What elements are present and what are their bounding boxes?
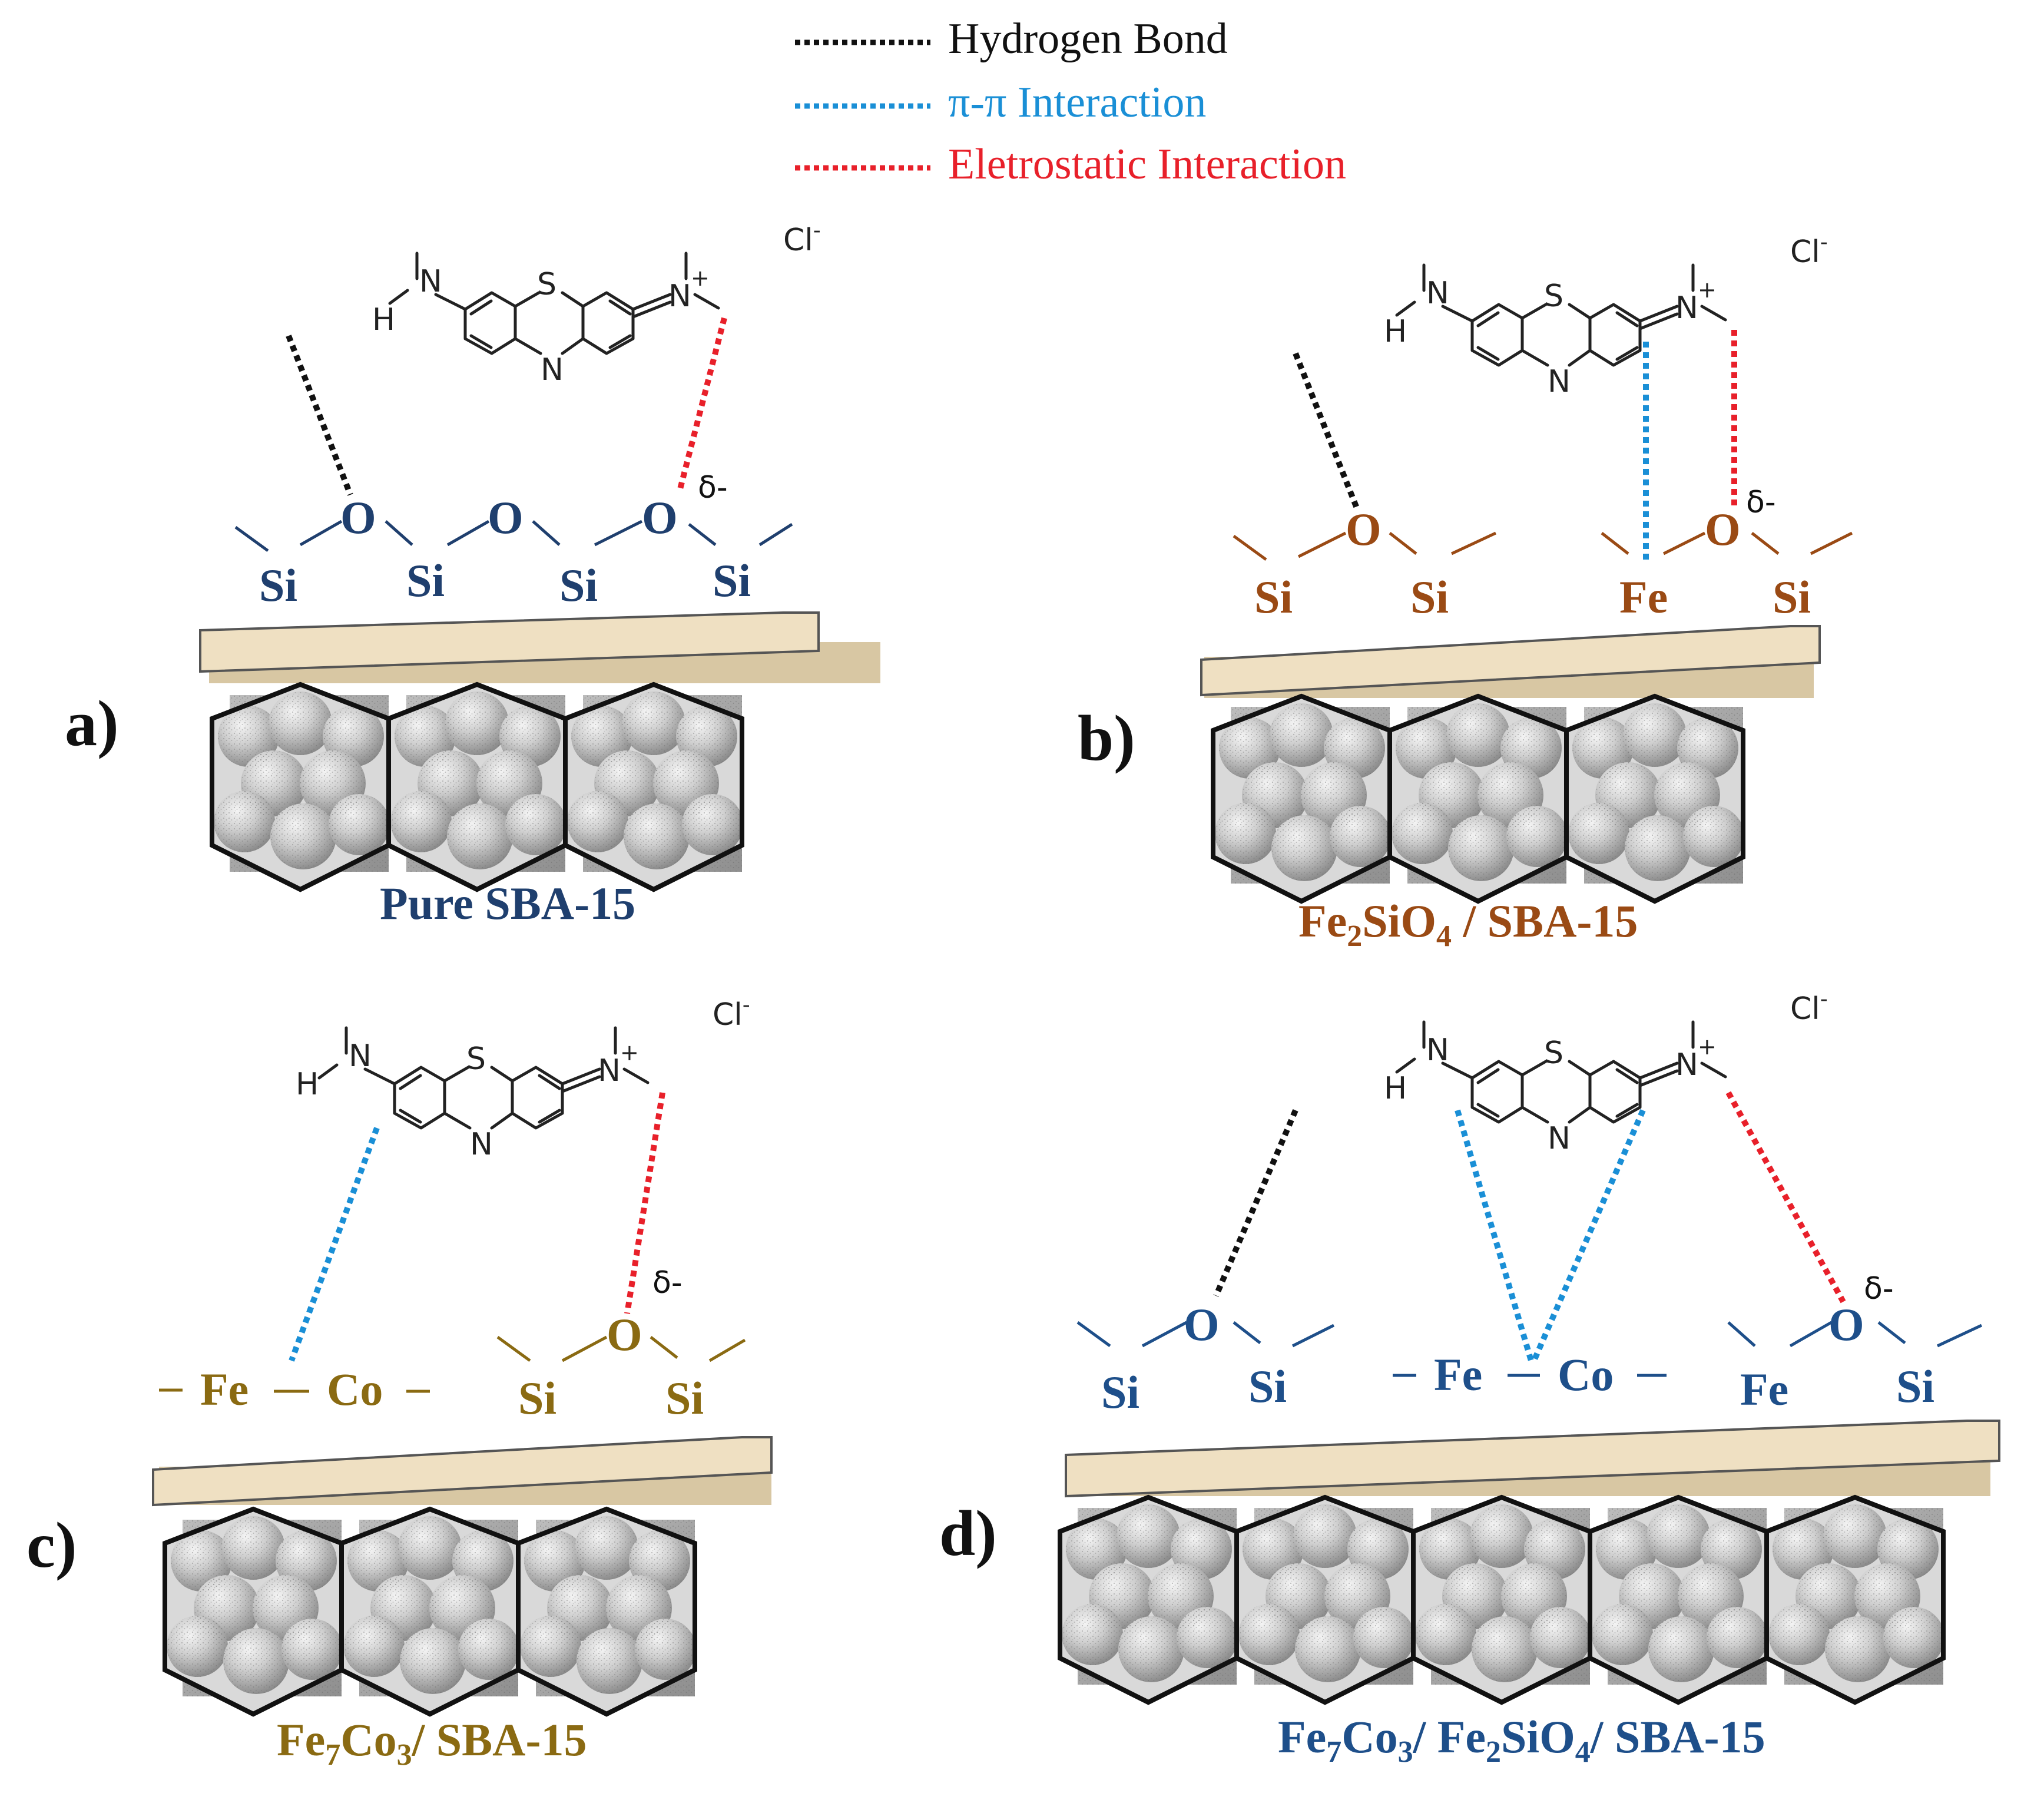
hydrogen-label: H	[1384, 314, 1407, 349]
legend-item-electrostatic: Eletrostatic Interaction	[795, 140, 1346, 188]
legend-item-pi-pi: π-π Interaction	[795, 78, 1206, 127]
atom-si: Si	[406, 555, 445, 606]
ring-n-label: N	[541, 352, 564, 388]
sba15-support	[1060, 1420, 2000, 1702]
panel-b: N H S N N + Cl- Si O Si Fe O Si	[1078, 230, 1853, 953]
pi-pi-line	[289, 1127, 380, 1362]
methylene-blue-molecule: N H S N N + Cl-	[1384, 987, 1828, 1156]
delta-minus-label: δ-	[1864, 1271, 1894, 1306]
atom-si: Si	[1896, 1361, 1934, 1412]
electrostatic-line	[624, 1092, 665, 1314]
cation-n-label: N	[1675, 1047, 1698, 1083]
atom-si: Si	[1254, 571, 1293, 623]
atom-si: Si	[259, 560, 297, 611]
atom-o: O	[642, 492, 678, 543]
legend-item-hydrogen-bond: Hydrogen Bond	[795, 15, 1228, 63]
delta-minus-label: δ-	[698, 470, 728, 505]
hydrogen-label: H	[1384, 1071, 1407, 1106]
sulfur-label: S	[466, 1041, 486, 1077]
delta-minus-label: δ-	[652, 1265, 683, 1301]
panel-c: N H S N N + Cl- Fe Co Si O Si δ-	[26, 993, 773, 1772]
atom-fe: Fe	[1619, 571, 1668, 623]
atom-o: O	[1705, 504, 1741, 555]
composite-surface	[1076, 1321, 1983, 1377]
atom-si: Si	[518, 1372, 556, 1424]
sulfur-label: S	[537, 267, 556, 302]
atom-o: O	[340, 492, 376, 543]
atom-si: Si	[559, 560, 598, 611]
plus-charge: +	[620, 1040, 639, 1066]
atom-o: O	[1346, 504, 1382, 555]
fe2sio4-surface-chain	[1233, 531, 1853, 561]
atom-o: O	[488, 492, 524, 543]
legend-label: π-π Interaction	[948, 78, 1206, 127]
cation-n-label: N	[668, 279, 691, 314]
atom-fe: Fe	[1740, 1364, 1788, 1415]
electrostatic-line	[677, 317, 727, 490]
ring-n-label: N	[1548, 364, 1571, 399]
panel-letter: a)	[65, 687, 119, 759]
atom-si: Si	[1773, 571, 1811, 623]
fe7co3-surface	[159, 1335, 746, 1393]
atom-o: O	[607, 1309, 642, 1360]
amine-n-label: N	[1426, 1033, 1449, 1068]
panel-caption: Fe7Co3/ SBA-15	[277, 1714, 587, 1772]
atom-fe: Fe	[1434, 1349, 1482, 1400]
methylene-blue-molecule: N H S N N + Cl-	[1384, 230, 1828, 399]
cation-n-label: N	[1675, 290, 1698, 326]
atom-si: Si	[1101, 1367, 1139, 1418]
atom-si: Si	[665, 1372, 704, 1424]
hydrogen-bond-line	[286, 335, 353, 496]
panel-caption: Pure SBA-15	[380, 878, 635, 929]
atom-fe: Fe	[200, 1364, 249, 1415]
panel-d: N H S N N + Cl- Si O Si	[939, 987, 2000, 1769]
atom-si: Si	[713, 555, 751, 606]
plus-charge: +	[691, 265, 710, 291]
sba15-support	[199, 611, 880, 889]
ring-n-label: N	[470, 1127, 493, 1162]
hydrogen-label: H	[372, 302, 395, 338]
chloride-label: Cl-	[1790, 230, 1828, 270]
amine-n-label: N	[349, 1038, 372, 1074]
legend-label: Eletrostatic Interaction	[948, 140, 1346, 188]
methylene-blue-molecule: N H S N N + Cl-	[296, 993, 750, 1162]
methylene-blue-molecule: N H S N N + Cl-	[372, 219, 821, 388]
silica-surface-chain	[234, 520, 793, 553]
plus-charge: +	[1698, 1034, 1717, 1060]
atom-o: O	[1828, 1299, 1864, 1350]
legend: Hydrogen Bond π-π Interaction Eletrostat…	[795, 15, 1346, 188]
amine-n-label: N	[1426, 276, 1449, 311]
chloride-label: Cl-	[1790, 987, 1828, 1027]
ring-n-label: N	[1548, 1121, 1571, 1156]
panel-a: N H S N N + Cl- Si O Si O Si O	[65, 219, 880, 929]
cation-n-label: N	[598, 1053, 621, 1089]
delta-minus-label: δ-	[1746, 485, 1776, 520]
plus-charge: +	[1698, 277, 1717, 303]
chloride-label: Cl-	[713, 993, 750, 1033]
panel-caption: Fe7Co3/ Fe2SiO4/ SBA-15	[1278, 1711, 1765, 1769]
atom-o: O	[1184, 1299, 1220, 1350]
pi-pi-line	[1531, 1109, 1646, 1362]
pi-pi-line	[1455, 1109, 1534, 1362]
hydrogen-bond-line	[1293, 352, 1360, 511]
hydrogen-label: H	[296, 1067, 319, 1102]
legend-label: Hydrogen Bond	[948, 15, 1228, 63]
hydrogen-bond-line	[1213, 1109, 1298, 1297]
sba15-support	[1200, 625, 1821, 901]
panel-letter: d)	[939, 1497, 997, 1569]
atom-si: Si	[1410, 571, 1449, 623]
chloride-label: Cl-	[783, 219, 821, 258]
panel-letter: c)	[26, 1509, 77, 1581]
sba15-support	[152, 1436, 773, 1714]
atom-co: Co	[1558, 1349, 1614, 1400]
panel-caption: Fe2SiO4 / SBA-15	[1298, 895, 1638, 953]
electrostatic-line	[1725, 1091, 1846, 1304]
panel-letter: b)	[1078, 702, 1135, 774]
sulfur-label: S	[1544, 1036, 1563, 1071]
amine-n-label: N	[419, 264, 442, 299]
atom-si: Si	[1248, 1361, 1287, 1412]
atom-co: Co	[327, 1364, 383, 1415]
sulfur-label: S	[1544, 279, 1563, 314]
